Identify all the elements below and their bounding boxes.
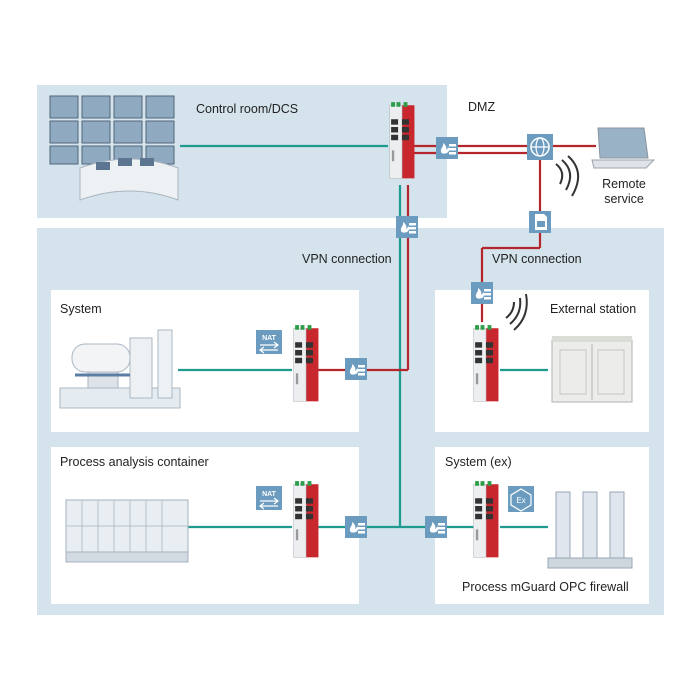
svg-text:NAT: NAT bbox=[262, 491, 277, 498]
laptop bbox=[591, 127, 656, 169]
dmz-label: DMZ bbox=[468, 100, 496, 114]
firewall-icon-vpn bbox=[396, 216, 418, 238]
remote-service-line2: service bbox=[604, 192, 644, 206]
firewall-icon-ex bbox=[425, 516, 447, 538]
process-container bbox=[65, 499, 189, 563]
firewall-icon-system bbox=[345, 358, 367, 380]
ex-icon: Ex bbox=[508, 486, 534, 512]
opc-firewall-label: Process mGuard OPC firewall bbox=[462, 580, 629, 594]
video-wall bbox=[49, 95, 179, 201]
process-analysis-label: Process analysis container bbox=[60, 455, 209, 469]
svg-text:Ex: Ex bbox=[516, 496, 525, 505]
wireless-icon-external bbox=[505, 293, 528, 331]
vpn-connection-right-label: VPN connection bbox=[492, 252, 582, 266]
sim-card-icon bbox=[529, 211, 551, 233]
remote-service-label: Remote service bbox=[594, 177, 654, 207]
mguard-device-ex bbox=[473, 480, 499, 558]
mguard-device-system bbox=[293, 324, 319, 402]
mguard-device-control bbox=[389, 101, 415, 179]
teal-links bbox=[178, 144, 548, 529]
wireless-icon bbox=[555, 155, 579, 197]
industrial-system bbox=[59, 329, 181, 409]
firewall-icon-process bbox=[345, 516, 367, 538]
globe-icon bbox=[527, 134, 553, 160]
system-label: System bbox=[60, 302, 102, 316]
vpn-connection-left-label: VPN connection bbox=[302, 252, 392, 266]
columns bbox=[547, 491, 633, 569]
remote-service-line1: Remote bbox=[602, 177, 646, 191]
firewall-icon-dmz bbox=[436, 137, 458, 159]
mguard-device-external bbox=[473, 324, 499, 402]
firewall-icon-external bbox=[471, 282, 493, 304]
mguard-device-process bbox=[293, 480, 319, 558]
system-ex-label: System (ex) bbox=[445, 455, 512, 469]
cabinet bbox=[551, 336, 633, 403]
svg-text:NAT: NAT bbox=[262, 335, 277, 342]
control-room-label: Control room/DCS bbox=[196, 102, 299, 116]
external-station-label: External station bbox=[550, 302, 637, 316]
nat-icon-process: NAT bbox=[256, 486, 282, 510]
nat-icon-system: NAT bbox=[256, 330, 282, 354]
